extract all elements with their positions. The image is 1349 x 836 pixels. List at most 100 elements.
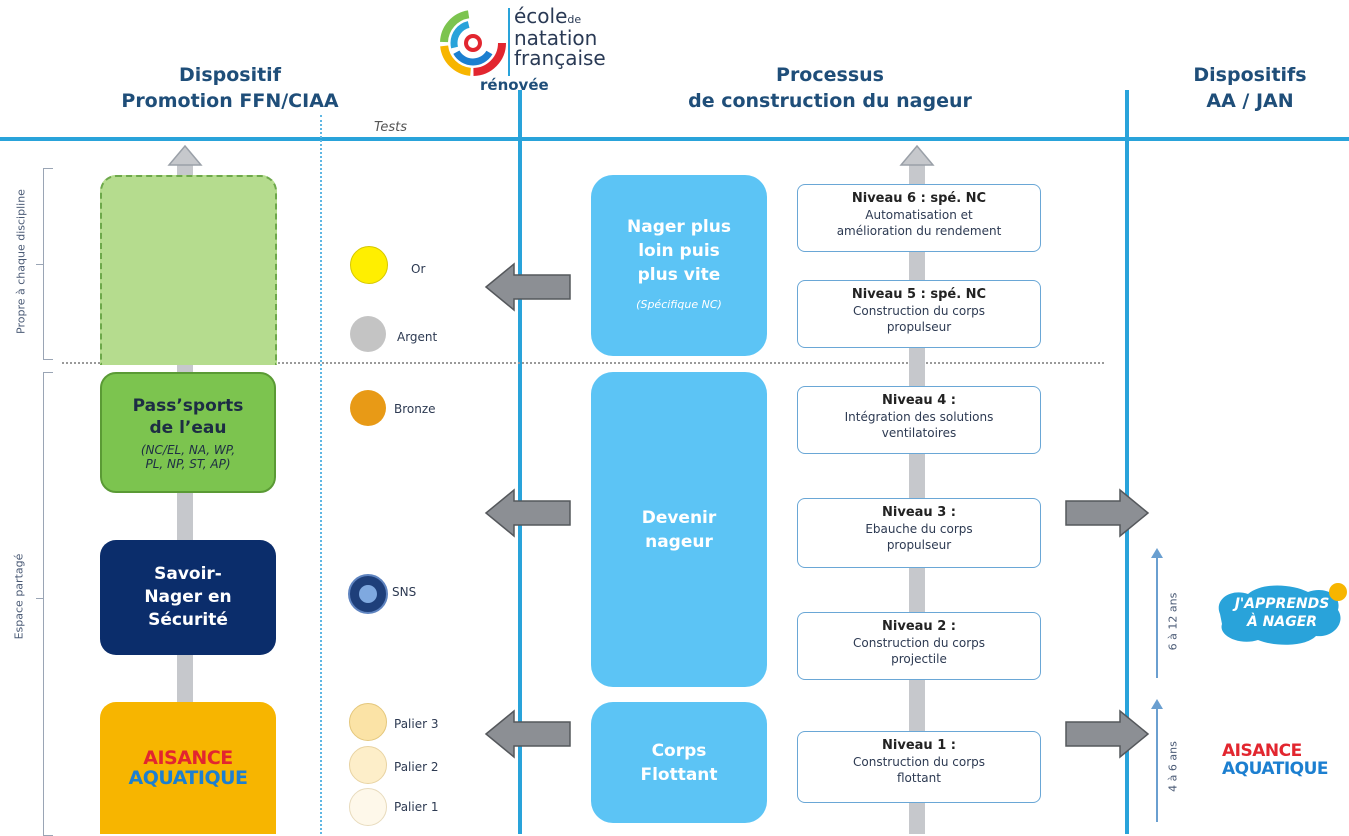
level-3-l2: propulseur xyxy=(886,538,952,552)
age-arrow-lower-head-icon xyxy=(1151,699,1163,709)
sns-title-l3: Sécurité xyxy=(148,610,228,630)
age-arrow-lower xyxy=(1156,707,1158,822)
swirl-logo-icon xyxy=(440,10,506,76)
level-1-box: Niveau 1 : Construction du corps flottan… xyxy=(797,731,1041,803)
sns-title-l2: Nager en xyxy=(144,587,232,607)
aisance-logo-l1: AISANCE xyxy=(143,747,233,769)
level-5-l2: propulseur xyxy=(886,320,952,334)
column-divider-left xyxy=(518,90,522,834)
process-corps-flottant: Corps Flottant xyxy=(591,702,767,823)
header-divider xyxy=(0,137,1349,141)
level-2-l2: projectile xyxy=(891,652,947,666)
palier-1-label: Palier 1 xyxy=(394,800,439,814)
pass-sports-card: Pass’sports de l’eau (NC/EL, NA, WP, PL,… xyxy=(100,372,276,493)
medal-bronze-label: Bronze xyxy=(394,402,436,416)
center-arrow-up-icon xyxy=(899,145,935,166)
logo-francaise: française xyxy=(514,46,606,70)
arrow-left-icon-2 xyxy=(484,488,571,538)
palier-2-label: Palier 2 xyxy=(394,760,439,774)
column-divider-right xyxy=(1125,90,1129,834)
level-5-l1: Construction du corps xyxy=(853,304,985,318)
japprends-line1: J'APPRENDS xyxy=(1234,596,1330,612)
medal-argent xyxy=(350,316,386,352)
level-4-title: Niveau 4 : xyxy=(882,393,956,408)
medal-or xyxy=(350,246,388,284)
left-header-line1: Dispositif xyxy=(179,64,281,86)
age-arrow-upper xyxy=(1156,556,1158,678)
process-1-l2: loin puis xyxy=(638,240,720,261)
level-2-l1: Construction du corps xyxy=(853,636,985,650)
level-1-title: Niveau 1 : xyxy=(882,738,956,753)
level-5-box: Niveau 5 : spé. NC Construction du corps… xyxy=(797,280,1041,348)
medal-argent-label: Argent xyxy=(397,330,438,344)
bracket-top-tick xyxy=(36,264,43,265)
center-header-line1: Processus xyxy=(776,64,884,86)
level-2-box: Niveau 2 : Construction du corps project… xyxy=(797,612,1041,680)
bracket-top xyxy=(43,168,53,360)
aisance-aquatique-card: AISANCE AQUATIQUE xyxy=(100,702,276,834)
sns-card: Savoir- Nager en Sécurité xyxy=(100,540,276,655)
bracket-bottom-tick xyxy=(36,598,43,599)
pass-sports-sub-l1: (NC/EL, NA, WP, xyxy=(140,442,236,457)
right-header-line2: AA / JAN xyxy=(1206,90,1294,112)
palier-3-label: Palier 3 xyxy=(394,717,439,731)
sns-badge-label: SNS xyxy=(392,585,417,599)
tests-divider xyxy=(320,115,322,834)
process-1-sub: (Spécifique NC) xyxy=(636,297,722,311)
zone-separator xyxy=(62,362,1104,364)
level-3-title: Niveau 3 : xyxy=(882,505,956,520)
japprends-line2: À NAGER xyxy=(1246,614,1318,630)
level-1-l1: Construction du corps xyxy=(853,755,985,769)
discipline-specific-card xyxy=(100,175,277,365)
arrow-right-icon-1 xyxy=(1065,488,1150,538)
age-label-upper: 6 à 12 ans xyxy=(1166,592,1180,651)
logo-ecole: école xyxy=(514,4,568,28)
side-label-bottom: Espace partagé xyxy=(12,553,26,640)
left-arrow-up-icon xyxy=(167,145,203,166)
bracket-bottom xyxy=(43,372,53,836)
medal-bronze xyxy=(350,390,386,426)
age-label-lower: 4 à 6 ans xyxy=(1166,741,1180,792)
level-6-l1: Automatisation et xyxy=(865,208,973,222)
level-4-box: Niveau 4 : Intégration des solutions ven… xyxy=(797,386,1041,454)
logo-de: de xyxy=(567,13,582,26)
right-header-line1: Dispositifs xyxy=(1193,64,1307,86)
aisance-right-l1: AISANCE xyxy=(1222,741,1302,761)
aisance-right-l2: AQUATIQUE xyxy=(1222,759,1329,779)
center-header-line2: de construction du nageur xyxy=(688,90,972,112)
logo-renovee: rénovée xyxy=(480,76,549,94)
aisance-logo-l2: AQUATIQUE xyxy=(128,767,248,789)
sns-title-l1: Savoir- xyxy=(154,564,222,584)
palier-3-badge xyxy=(349,703,387,741)
center-header: Processus de construction du nageur xyxy=(640,62,1020,114)
process-1-l1: Nager plus xyxy=(627,216,731,237)
process-3-l2: Flottant xyxy=(640,764,718,785)
process-nager-plus-loin: Nager plus loin puis plus vite (Spécifiq… xyxy=(591,175,767,356)
efn-logo: écolede natation française rénovée xyxy=(440,6,610,98)
pass-sports-title-l2: de l’eau xyxy=(149,417,227,438)
level-4-l1: Intégration des solutions xyxy=(844,410,994,424)
level-6-box: Niveau 6 : spé. NC Automatisation et amé… xyxy=(797,184,1041,252)
pass-sports-sub-l2: PL, NP, ST, AP) xyxy=(145,456,231,471)
side-label-top: Propre à chaque discipline xyxy=(14,189,28,334)
medal-or-label: Or xyxy=(411,262,426,276)
level-6-l2: amélioration du rendement xyxy=(836,224,1002,238)
process-2-l1: Devenir xyxy=(641,507,717,528)
level-1-l2: flottant xyxy=(897,771,941,785)
palier-1-badge xyxy=(349,788,387,826)
splash-icon xyxy=(1218,583,1347,645)
aisance-aquatique-logo-right: AISANCE AQUATIQUE xyxy=(1222,742,1347,778)
palier-2-badge xyxy=(349,746,387,784)
arrow-right-icon-2 xyxy=(1065,709,1150,759)
japprends-a-nager-logo: J'APPRENDS À NAGER xyxy=(1212,580,1347,650)
level-5-title: Niveau 5 : spé. NC xyxy=(851,287,987,302)
sns-badge-icon xyxy=(348,574,388,614)
level-2-title: Niveau 2 : xyxy=(882,619,956,634)
process-devenir-nageur: Devenir nageur xyxy=(591,372,767,687)
right-header: Dispositifs AA / JAN xyxy=(1150,62,1349,114)
pass-sports-title-l1: Pass’sports xyxy=(132,395,244,416)
level-6-title: Niveau 6 : spé. NC xyxy=(851,191,987,206)
process-1-l3: plus vite xyxy=(637,264,721,285)
arrow-left-icon-1 xyxy=(484,262,571,312)
level-3-box: Niveau 3 : Ebauche du corps propulseur xyxy=(797,498,1041,568)
